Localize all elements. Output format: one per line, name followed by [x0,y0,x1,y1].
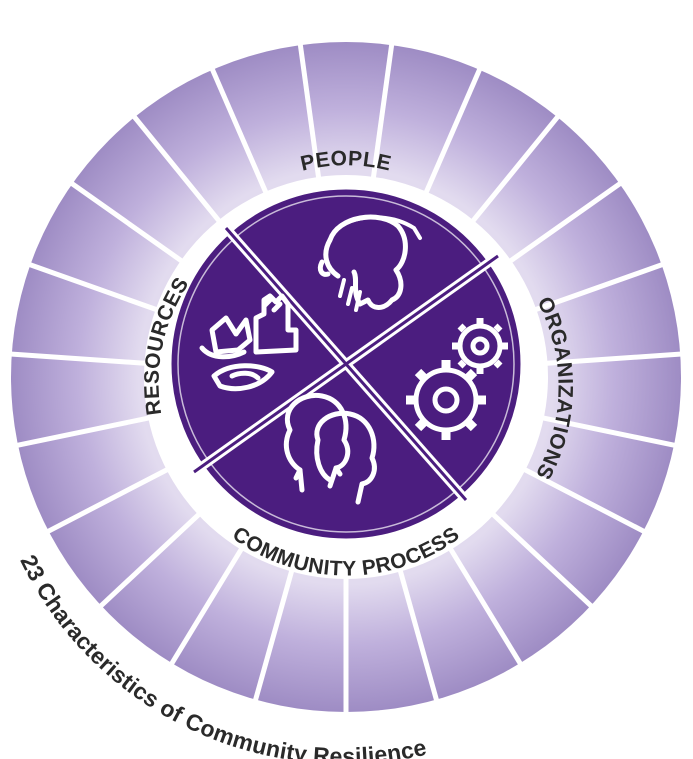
ring-segment-divider [490,511,597,611]
ring-segment-divider [507,178,626,264]
ring-segment-divider [251,568,295,706]
ring-segment-divider [129,111,222,224]
two-heads-icon [283,392,377,505]
ring-segment-divider [208,64,269,195]
core-circle [168,186,524,542]
landscape-factory-icon [199,293,299,392]
head-profile-icon [317,214,422,312]
ring-segment-divider [541,415,680,449]
ring-segment-divider [423,64,484,195]
ring-segment-divider [42,466,170,536]
ring-segment-divider [12,415,151,449]
ring-segment-divider [66,178,185,264]
ring-segment-divider [522,466,650,536]
ring-segment-dividers [6,39,686,717]
ring-segment-divider [95,511,202,611]
ring-segment-divider [447,546,525,669]
ring-segment-divider [470,111,563,224]
ring-segment-divider [167,546,245,669]
ring-segment-divider [370,39,395,180]
ring-segment-divider [397,568,441,706]
ring-segment-divider [297,39,322,180]
gears-icon [406,318,508,440]
ring-segment-divider [545,351,686,366]
ring-segment-divider [24,260,159,313]
ring-segment-divider [6,351,147,366]
ring-segment-divider [533,260,668,313]
